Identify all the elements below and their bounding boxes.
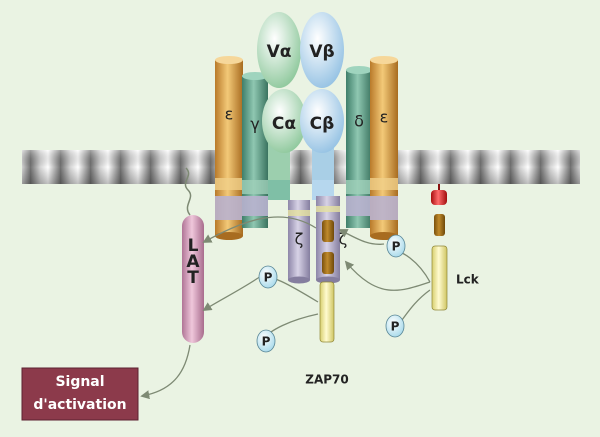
cd3-epsilon-left	[215, 56, 243, 240]
phospho-4-label: P	[262, 335, 271, 349]
label-lat-t: T	[187, 268, 199, 288]
phospho-2-label: P	[264, 271, 273, 285]
label-zeta-right: ζ	[339, 230, 348, 249]
lat-anchor-squiggle	[184, 167, 192, 216]
label-zeta-left: ζ	[295, 230, 304, 249]
label-v-beta: Vβ	[309, 42, 334, 62]
lck-protein	[431, 184, 448, 311]
label-delta: δ	[354, 112, 364, 131]
phospho-1-label: P	[392, 240, 401, 254]
label-lck: Lck	[456, 273, 480, 287]
itam-upper	[322, 220, 334, 242]
c-alpha-domain	[262, 89, 306, 153]
label-epsilon-right: ε	[380, 108, 389, 127]
signal-activation-box: Signal d'activation	[21, 367, 139, 421]
c-beta-domain	[300, 89, 344, 153]
label-zap70: ZAP70	[305, 373, 348, 387]
cd3-delta	[346, 66, 372, 228]
zap70-protein	[319, 281, 335, 343]
itam-lower	[322, 252, 334, 274]
phospho-2: P	[258, 265, 278, 289]
lat-protein	[182, 215, 204, 343]
label-epsilon-left: ε	[225, 105, 234, 124]
label-c-alpha: Cα	[272, 114, 296, 134]
cell-membrane	[22, 150, 580, 184]
v-alpha-domain	[257, 12, 301, 88]
zeta-chain-left	[288, 200, 310, 284]
phospho-1: P	[386, 234, 406, 258]
phospho-4: P	[256, 329, 276, 353]
cd3-gamma	[242, 72, 268, 228]
signal-line1: Signal	[55, 374, 104, 390]
label-c-beta: Cβ	[310, 114, 335, 134]
phospho-3-label: P	[391, 320, 400, 334]
label-v-alpha: Vα	[267, 42, 292, 62]
tcr-beta-stem	[312, 140, 334, 200]
signal-line2: d'activation	[33, 397, 126, 413]
phospho-3: P	[385, 314, 405, 338]
arrows	[140, 216, 431, 400]
v-beta-domain	[300, 12, 344, 88]
cd3-epsilon-right	[370, 56, 398, 240]
label-lat-a: A	[186, 252, 200, 272]
label-lat-l: L	[188, 236, 199, 256]
label-gamma: γ	[250, 115, 259, 134]
tcr-alpha-stem	[268, 140, 290, 200]
